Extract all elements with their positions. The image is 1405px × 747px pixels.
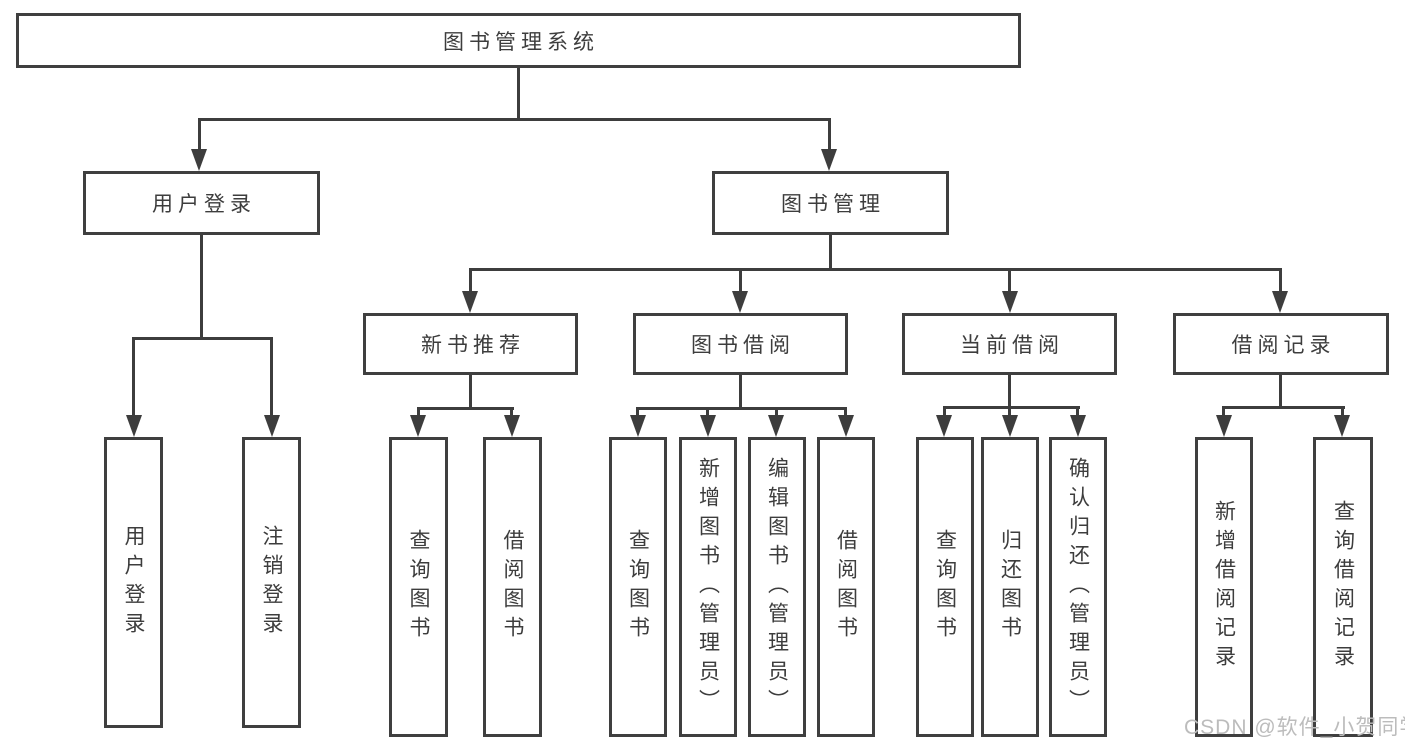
- connector-current-stem: [1008, 375, 1011, 406]
- connector-recommend-stem: [469, 375, 472, 407]
- connector-borrowing-hline: [636, 407, 847, 410]
- connector-drop: [636, 410, 639, 418]
- leaf-label: 查询借阅记录: [1331, 500, 1355, 674]
- connector-drop-login-leaf: [132, 340, 135, 415]
- leaf-label: 确认归还（管理员）: [1066, 456, 1090, 718]
- node-book-management: 图书管理: [712, 171, 949, 235]
- connector-level1-hline: [198, 118, 831, 121]
- leaf-label: 借阅图书: [501, 529, 524, 645]
- leaf-label: 查询图书: [933, 529, 957, 645]
- arrow-down-icon: [126, 415, 142, 437]
- arrow-down-icon: [936, 415, 952, 437]
- leaf-borrow-books: 借阅图书: [817, 437, 875, 737]
- node-borrow-records-label: 借阅记录: [1231, 334, 1336, 357]
- leaf-confirm-return-admin: 确认归还（管理员）: [1049, 437, 1107, 737]
- arrow-down-icon: [838, 415, 854, 437]
- csdn-watermark: CSDN @软件_小贺同学: [1184, 716, 1405, 739]
- connector-current-hline: [943, 406, 1080, 409]
- node-new-book-recommend-label: 新书推荐: [421, 334, 525, 357]
- arrow-down-icon: [768, 415, 784, 437]
- connector-drop: [943, 409, 946, 417]
- leaf-label: 查询图书: [626, 529, 650, 645]
- connector-records-stem: [1279, 375, 1282, 406]
- arrow-down-icon: [1070, 415, 1086, 437]
- arrow-down-icon: [504, 415, 520, 437]
- node-user-login-label: 用户登录: [152, 193, 256, 216]
- leaf-add-books-admin: 新增图书（管理员）: [679, 437, 737, 737]
- connector-drop: [1341, 409, 1344, 417]
- connector-drop-new-books: [469, 271, 472, 293]
- leaf-edit-books-admin: 编辑图书（管理员）: [748, 437, 806, 737]
- leaf-logout: 注销登录: [242, 437, 301, 728]
- connector-drop: [706, 410, 709, 418]
- arrow-down-icon: [700, 415, 716, 437]
- leaf-query-books-recommend: 查询图书: [389, 437, 448, 737]
- node-new-book-recommend: 新书推荐: [363, 313, 578, 375]
- node-book-management-label: 图书管理: [781, 193, 885, 216]
- node-book-borrowing-label: 图书借阅: [691, 334, 795, 357]
- connector-drop: [775, 410, 778, 418]
- arrow-down-icon: [462, 291, 478, 313]
- arrow-down-icon: [191, 149, 207, 171]
- connector-drop-borrowing: [739, 271, 742, 293]
- arrow-down-icon: [1272, 291, 1288, 313]
- leaf-query-borrow-record: 查询借阅记录: [1313, 437, 1373, 737]
- connector-level2-hline: [469, 268, 1282, 271]
- connector-book-mgmt-stem: [829, 235, 832, 268]
- arrow-down-icon: [1216, 415, 1232, 437]
- leaf-label: 查询图书: [407, 529, 430, 645]
- arrow-down-icon: [1002, 415, 1018, 437]
- connector-drop-book-mgmt: [828, 121, 831, 149]
- leaf-query-books-borrowing: 查询图书: [609, 437, 667, 737]
- arrow-down-icon: [732, 291, 748, 313]
- connector-recommend-hline: [417, 407, 514, 410]
- arrow-down-icon: [821, 149, 837, 171]
- leaf-label: 编辑图书（管理员）: [765, 456, 789, 718]
- connector-drop: [1222, 409, 1225, 417]
- arrow-down-icon: [264, 415, 280, 437]
- connector-drop-records: [1279, 271, 1282, 293]
- node-current-borrowing-label: 当前借阅: [960, 334, 1064, 357]
- leaf-label: 新增借阅记录: [1212, 500, 1236, 674]
- connector-drop: [1076, 409, 1079, 417]
- leaf-label: 新增图书（管理员）: [696, 456, 720, 718]
- connector-drop-user-login: [198, 121, 201, 149]
- connector-drop: [844, 410, 847, 418]
- connector-root-stem: [517, 68, 520, 118]
- node-book-borrowing: 图书借阅: [633, 313, 848, 375]
- connector-drop: [510, 410, 513, 418]
- node-current-borrowing: 当前借阅: [902, 313, 1117, 375]
- connector-user-login-hline: [132, 337, 273, 340]
- arrow-down-icon: [410, 415, 426, 437]
- connector-user-login-stem: [200, 235, 203, 337]
- leaf-user-login: 用户登录: [104, 437, 163, 728]
- leaf-user-login-label: 用户登录: [122, 524, 145, 641]
- connector-drop-logout-leaf: [270, 340, 273, 415]
- connector-borrowing-stem: [739, 375, 742, 407]
- node-user-login: 用户登录: [83, 171, 320, 235]
- connector-drop-current: [1008, 271, 1011, 293]
- leaf-borrow-books-recommend: 借阅图书: [483, 437, 542, 737]
- leaf-label: 归还图书: [998, 529, 1022, 645]
- arrow-down-icon: [1334, 415, 1350, 437]
- leaf-add-borrow-record: 新增借阅记录: [1195, 437, 1253, 737]
- leaf-label: 借阅图书: [834, 529, 858, 645]
- connector-drop: [1008, 409, 1011, 417]
- node-borrow-records: 借阅记录: [1173, 313, 1389, 375]
- arrow-down-icon: [1002, 291, 1018, 313]
- leaf-query-books-current: 查询图书: [916, 437, 974, 737]
- node-root-label: 图书管理系统: [443, 30, 599, 54]
- node-root: 图书管理系统: [16, 13, 1021, 68]
- connector-records-hline: [1222, 406, 1345, 409]
- leaf-logout-label: 注销登录: [260, 524, 283, 641]
- arrow-down-icon: [630, 415, 646, 437]
- connector-drop: [417, 410, 420, 418]
- leaf-return-books: 归还图书: [981, 437, 1039, 737]
